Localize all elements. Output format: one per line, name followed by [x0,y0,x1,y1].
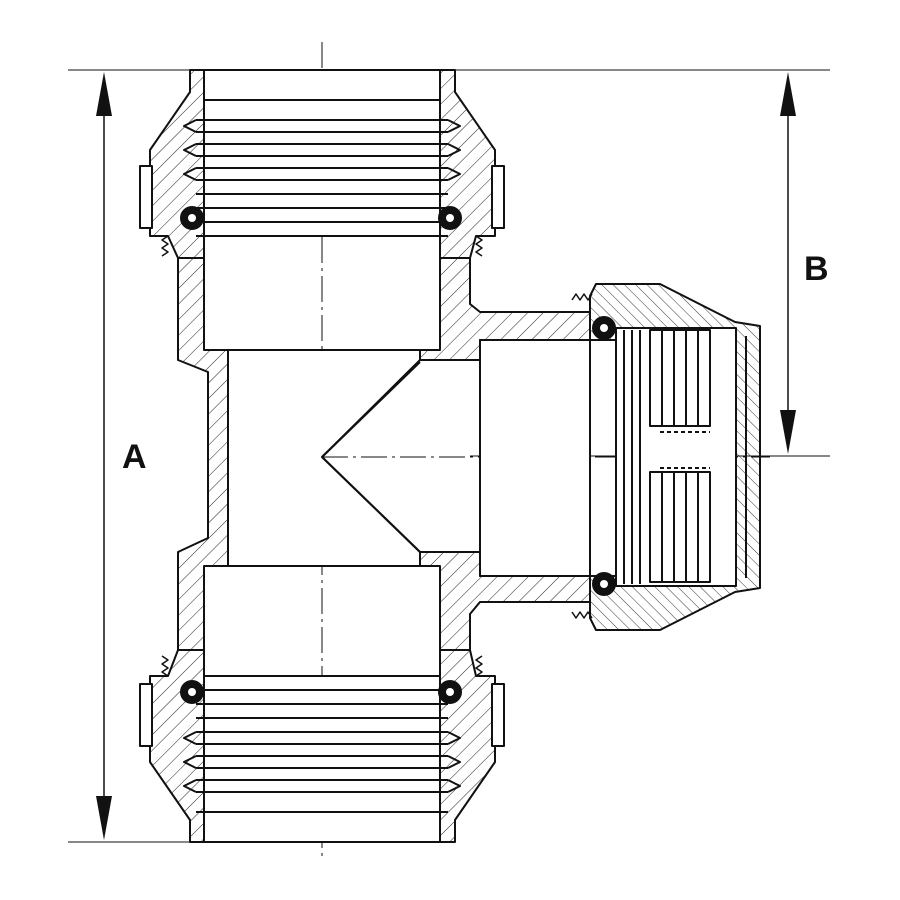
dimension-b-label: B [804,250,829,288]
dimension-a-line [96,72,112,840]
branch-grip-ring [649,329,711,583]
branch-coupling-nut [571,283,761,631]
top-coupling-nut [139,69,505,259]
bottom-coupling-nut [139,649,505,843]
dimension-b-line [780,72,796,454]
dimension-a-label: A [122,438,147,476]
tee-body-section [177,257,591,651]
